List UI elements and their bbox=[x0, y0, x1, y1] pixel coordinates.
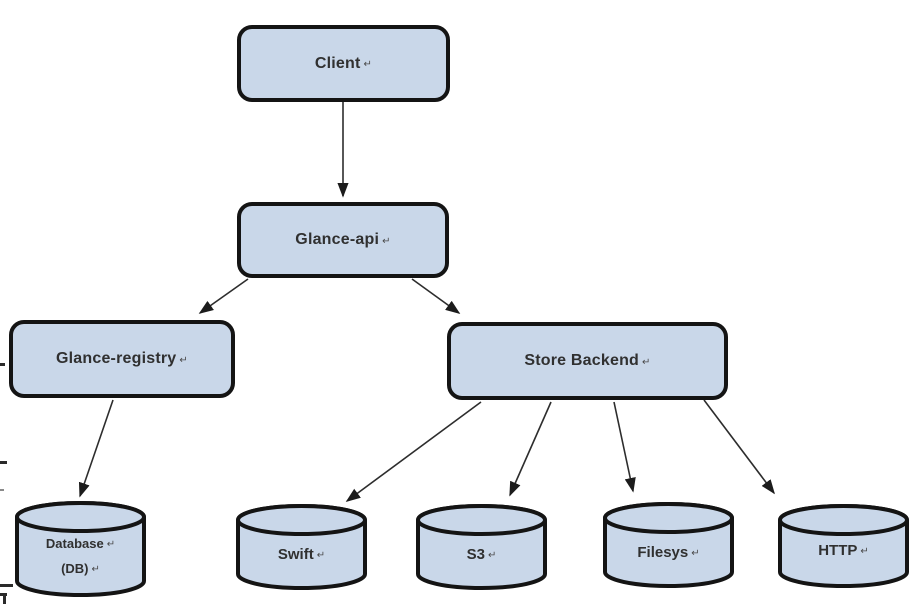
s3-label: S3 bbox=[466, 545, 485, 563]
edge-store-backend-to-swift bbox=[345, 401, 482, 502]
linebreak-mark: ↵ bbox=[691, 547, 700, 559]
http-node-label: HTTP ↵ bbox=[780, 524, 907, 576]
filesys-cylinder-top bbox=[603, 502, 734, 534]
edge-artifact bbox=[0, 584, 13, 587]
glance-api-node: Glance-api ↵ bbox=[237, 202, 449, 278]
http-label: HTTP bbox=[818, 541, 858, 559]
database-cylinder-top bbox=[15, 501, 146, 533]
edge-artifact bbox=[3, 594, 6, 604]
database-label: Database bbox=[45, 536, 104, 551]
swift-label: Swift bbox=[277, 545, 314, 563]
linebreak-mark: ↵ bbox=[179, 354, 188, 366]
http-cylinder-top bbox=[778, 504, 909, 536]
edge-glance-api-to-glance-registry bbox=[198, 278, 249, 314]
s3-node-label: S3 ↵ bbox=[418, 528, 545, 580]
linebreak-mark: ↵ bbox=[316, 549, 326, 561]
linebreak-mark: ↵ bbox=[106, 539, 116, 550]
glance-api-label: Glance-api bbox=[295, 231, 380, 248]
edge-store-backend-to-http bbox=[703, 399, 775, 495]
glance-registry-label: Glance-registry bbox=[56, 350, 177, 367]
edge-store-backend-to-filesys bbox=[613, 401, 636, 493]
linebreak-mark: ↵ bbox=[91, 564, 100, 575]
linebreak-mark: ↵ bbox=[382, 235, 391, 247]
linebreak-mark: ↵ bbox=[860, 545, 869, 557]
swift-node-label: Swift ↵ bbox=[238, 528, 365, 580]
glance-registry-node: Glance-registry ↵ bbox=[9, 320, 235, 398]
edge-artifact bbox=[0, 489, 4, 491]
edge-layer bbox=[78, 101, 775, 502]
filesys-node-label: Filesys ↵ bbox=[605, 526, 732, 578]
filesys-label: Filesys bbox=[637, 543, 689, 561]
swift-cylinder-top bbox=[236, 504, 367, 536]
client-label: Client bbox=[314, 54, 361, 72]
edge-glance-api-to-store-backend bbox=[411, 278, 461, 314]
edge-glance-registry-to-database bbox=[78, 399, 114, 498]
linebreak-mark: ↵ bbox=[363, 59, 373, 70]
edge-store-backend-to-s3 bbox=[509, 401, 552, 497]
edge-artifact bbox=[0, 461, 7, 464]
store-backend-label: Store Backend bbox=[524, 352, 640, 369]
database-label-2: (DB) bbox=[61, 561, 89, 576]
database-node-label: Database ↵ (DB) ↵ bbox=[17, 524, 144, 588]
linebreak-mark: ↵ bbox=[642, 356, 651, 368]
store-backend-node: Store Backend ↵ bbox=[447, 322, 728, 400]
cylinder-layer bbox=[15, 501, 909, 597]
s3-cylinder-top bbox=[416, 504, 547, 536]
client-node: Client ↵ bbox=[237, 25, 450, 102]
linebreak-mark: ↵ bbox=[487, 549, 497, 561]
edge-artifact bbox=[0, 363, 5, 366]
